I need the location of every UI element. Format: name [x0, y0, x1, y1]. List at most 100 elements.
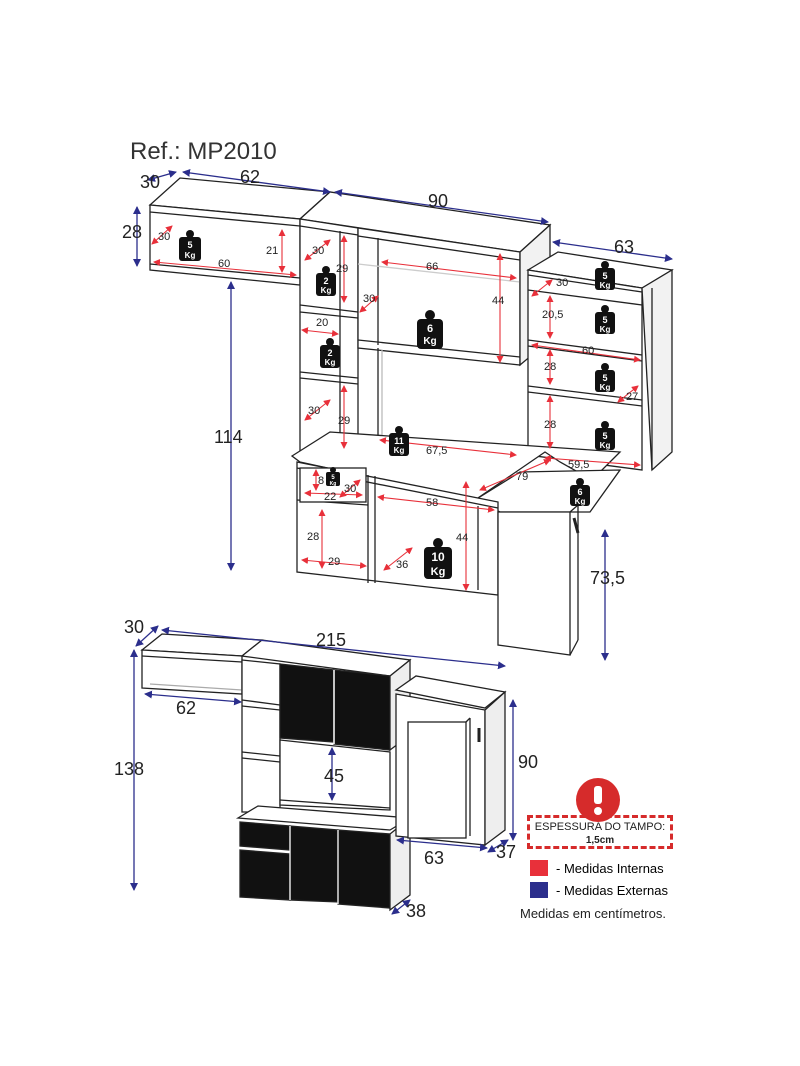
legend-external: - Medidas Externas: [530, 882, 668, 898]
lower-external-labels: 30 215 62 138 45 90 63 37 38: [114, 617, 538, 921]
dim-drawer-a: 8: [318, 475, 324, 487]
dim-lower-w: 29: [328, 556, 340, 568]
dim-col-b-width: 20: [316, 317, 328, 329]
reference-title: Ref.: MP2010: [130, 138, 277, 165]
dim-bottom-right-width: 63: [424, 848, 444, 868]
svg-text:5: 5: [602, 271, 607, 281]
dim-bottom-right-height: 90: [518, 752, 538, 772]
note-value: 1,5cm: [585, 835, 615, 846]
upper-door-right: [333, 669, 391, 751]
svg-text:Kg: Kg: [431, 566, 446, 578]
svg-text:5: 5: [187, 240, 192, 250]
lower-door-right: [337, 829, 391, 909]
dim-top-height-left: 28: [122, 222, 142, 242]
external-swatch: [530, 882, 548, 898]
dim-col-c-height: 29: [338, 415, 350, 427]
dim-lower-d: 36: [396, 559, 408, 571]
dim-bottom-inner-height: 45: [324, 766, 344, 786]
svg-text:2: 2: [327, 348, 332, 358]
dim-top-left-width: 62: [240, 167, 260, 187]
dim-drawer-b: 30: [344, 483, 356, 495]
dim-col-b-depth: 30: [363, 293, 375, 305]
svg-text:Kg: Kg: [575, 497, 586, 506]
dim-bottom-left-width: 62: [176, 698, 196, 718]
dim-lower-width: 58: [426, 497, 438, 509]
dim-drawer-c: 22: [324, 491, 336, 503]
svg-text:Kg: Kg: [600, 383, 611, 392]
dim-total-height-upper: 114: [214, 427, 243, 447]
dim-right-w: 60: [582, 345, 594, 357]
svg-text:Kg: Kg: [394, 446, 405, 455]
svg-text:Kg: Kg: [330, 481, 337, 487]
svg-text:5: 5: [602, 315, 607, 325]
dim-bottom-total-width: 215: [316, 630, 346, 650]
dim-right-depth2: 27: [626, 391, 638, 403]
dim-niche-height: 44: [492, 295, 504, 307]
dim-shelf-a-height: 21: [266, 245, 278, 257]
upper-door-left: [279, 663, 335, 743]
dim-right-h1: 20,5: [542, 309, 563, 321]
dim-right-depth: 30: [556, 277, 568, 289]
note-title: ESPESSURA DO TAMPO:: [534, 821, 666, 833]
dim-niche-width: 66: [426, 261, 438, 273]
dim-shelf-a-depth: 30: [158, 231, 170, 243]
dim-right-h3: 28: [544, 419, 556, 431]
warning-icon: [576, 778, 620, 822]
svg-text:Kg: Kg: [423, 336, 436, 347]
dim-desk-width: 67,5: [426, 445, 447, 457]
legend-external-label: - Medidas Externas: [556, 882, 668, 898]
legend-internal-label: - Medidas Internas: [556, 860, 664, 876]
svg-text:6: 6: [427, 323, 433, 335]
weight-icon: 5Kg: [595, 421, 615, 450]
drawer-front-top: [239, 821, 291, 851]
svg-text:Kg: Kg: [600, 325, 611, 334]
dim-lower-h2: 44: [456, 532, 468, 544]
svg-text:Kg: Kg: [185, 251, 196, 260]
dim-shelf-a-width: 60: [218, 258, 230, 270]
svg-text:2: 2: [323, 276, 328, 286]
weight-icon: 5Kg: [326, 467, 340, 487]
drawer-front-bottom: [239, 849, 291, 901]
svg-text:Kg: Kg: [600, 441, 611, 450]
lower-door-left: [289, 825, 339, 903]
weight-icon: 2Kg: [320, 338, 340, 368]
tabletop-thickness-note: ESPESSURA DO TAMPO: 1,5cm: [527, 815, 673, 849]
dim-top-depth: 30: [140, 172, 160, 192]
upper-external-dimensions: [133, 168, 673, 661]
svg-text:Kg: Kg: [600, 281, 611, 290]
weight-icon: 2Kg: [316, 266, 336, 296]
svg-text:Kg: Kg: [325, 358, 336, 367]
dim-desk-diag: 79: [516, 471, 528, 483]
dim-col-c-depth: 30: [308, 405, 320, 417]
dim-top-center-width: 90: [428, 191, 448, 211]
upper-internal-dimensions: [151, 225, 641, 591]
dim-lower-h: 28: [307, 531, 319, 543]
dim-bottom-right-depth: 37: [496, 842, 516, 862]
svg-text:5: 5: [602, 373, 607, 383]
dim-col-a-height: 29: [336, 263, 348, 275]
desk-leg-panel: [497, 511, 571, 656]
upper-external-labels: 30 62 28 90 63 114 73,5: [122, 167, 634, 588]
folded-desk-panel: [407, 721, 467, 839]
weight-icon: 6Kg: [570, 478, 590, 506]
weight-icon: 5Kg: [179, 230, 201, 261]
dim-bottom-total-height: 138: [114, 759, 144, 779]
upper-internal-labels: 30 21 60 30 29 30 20 30 29 66 44 30 20,5…: [158, 231, 638, 571]
weight-icon: 5Kg: [595, 363, 615, 392]
lower-external-dimensions: [130, 625, 517, 915]
dim-top-right-width: 63: [614, 237, 634, 257]
dim-desk-height: 73,5: [590, 568, 625, 588]
svg-text:6: 6: [577, 487, 582, 497]
weight-icon: 5Kg: [595, 261, 615, 290]
svg-text:5: 5: [602, 431, 607, 441]
dim-col-a-depth: 30: [312, 245, 324, 257]
weight-icon: 5Kg: [595, 305, 615, 334]
svg-text:Kg: Kg: [321, 286, 332, 295]
svg-text:10: 10: [431, 550, 445, 564]
right-shelving-side: [641, 268, 673, 472]
dim-bottom-base-depth: 38: [406, 901, 426, 921]
